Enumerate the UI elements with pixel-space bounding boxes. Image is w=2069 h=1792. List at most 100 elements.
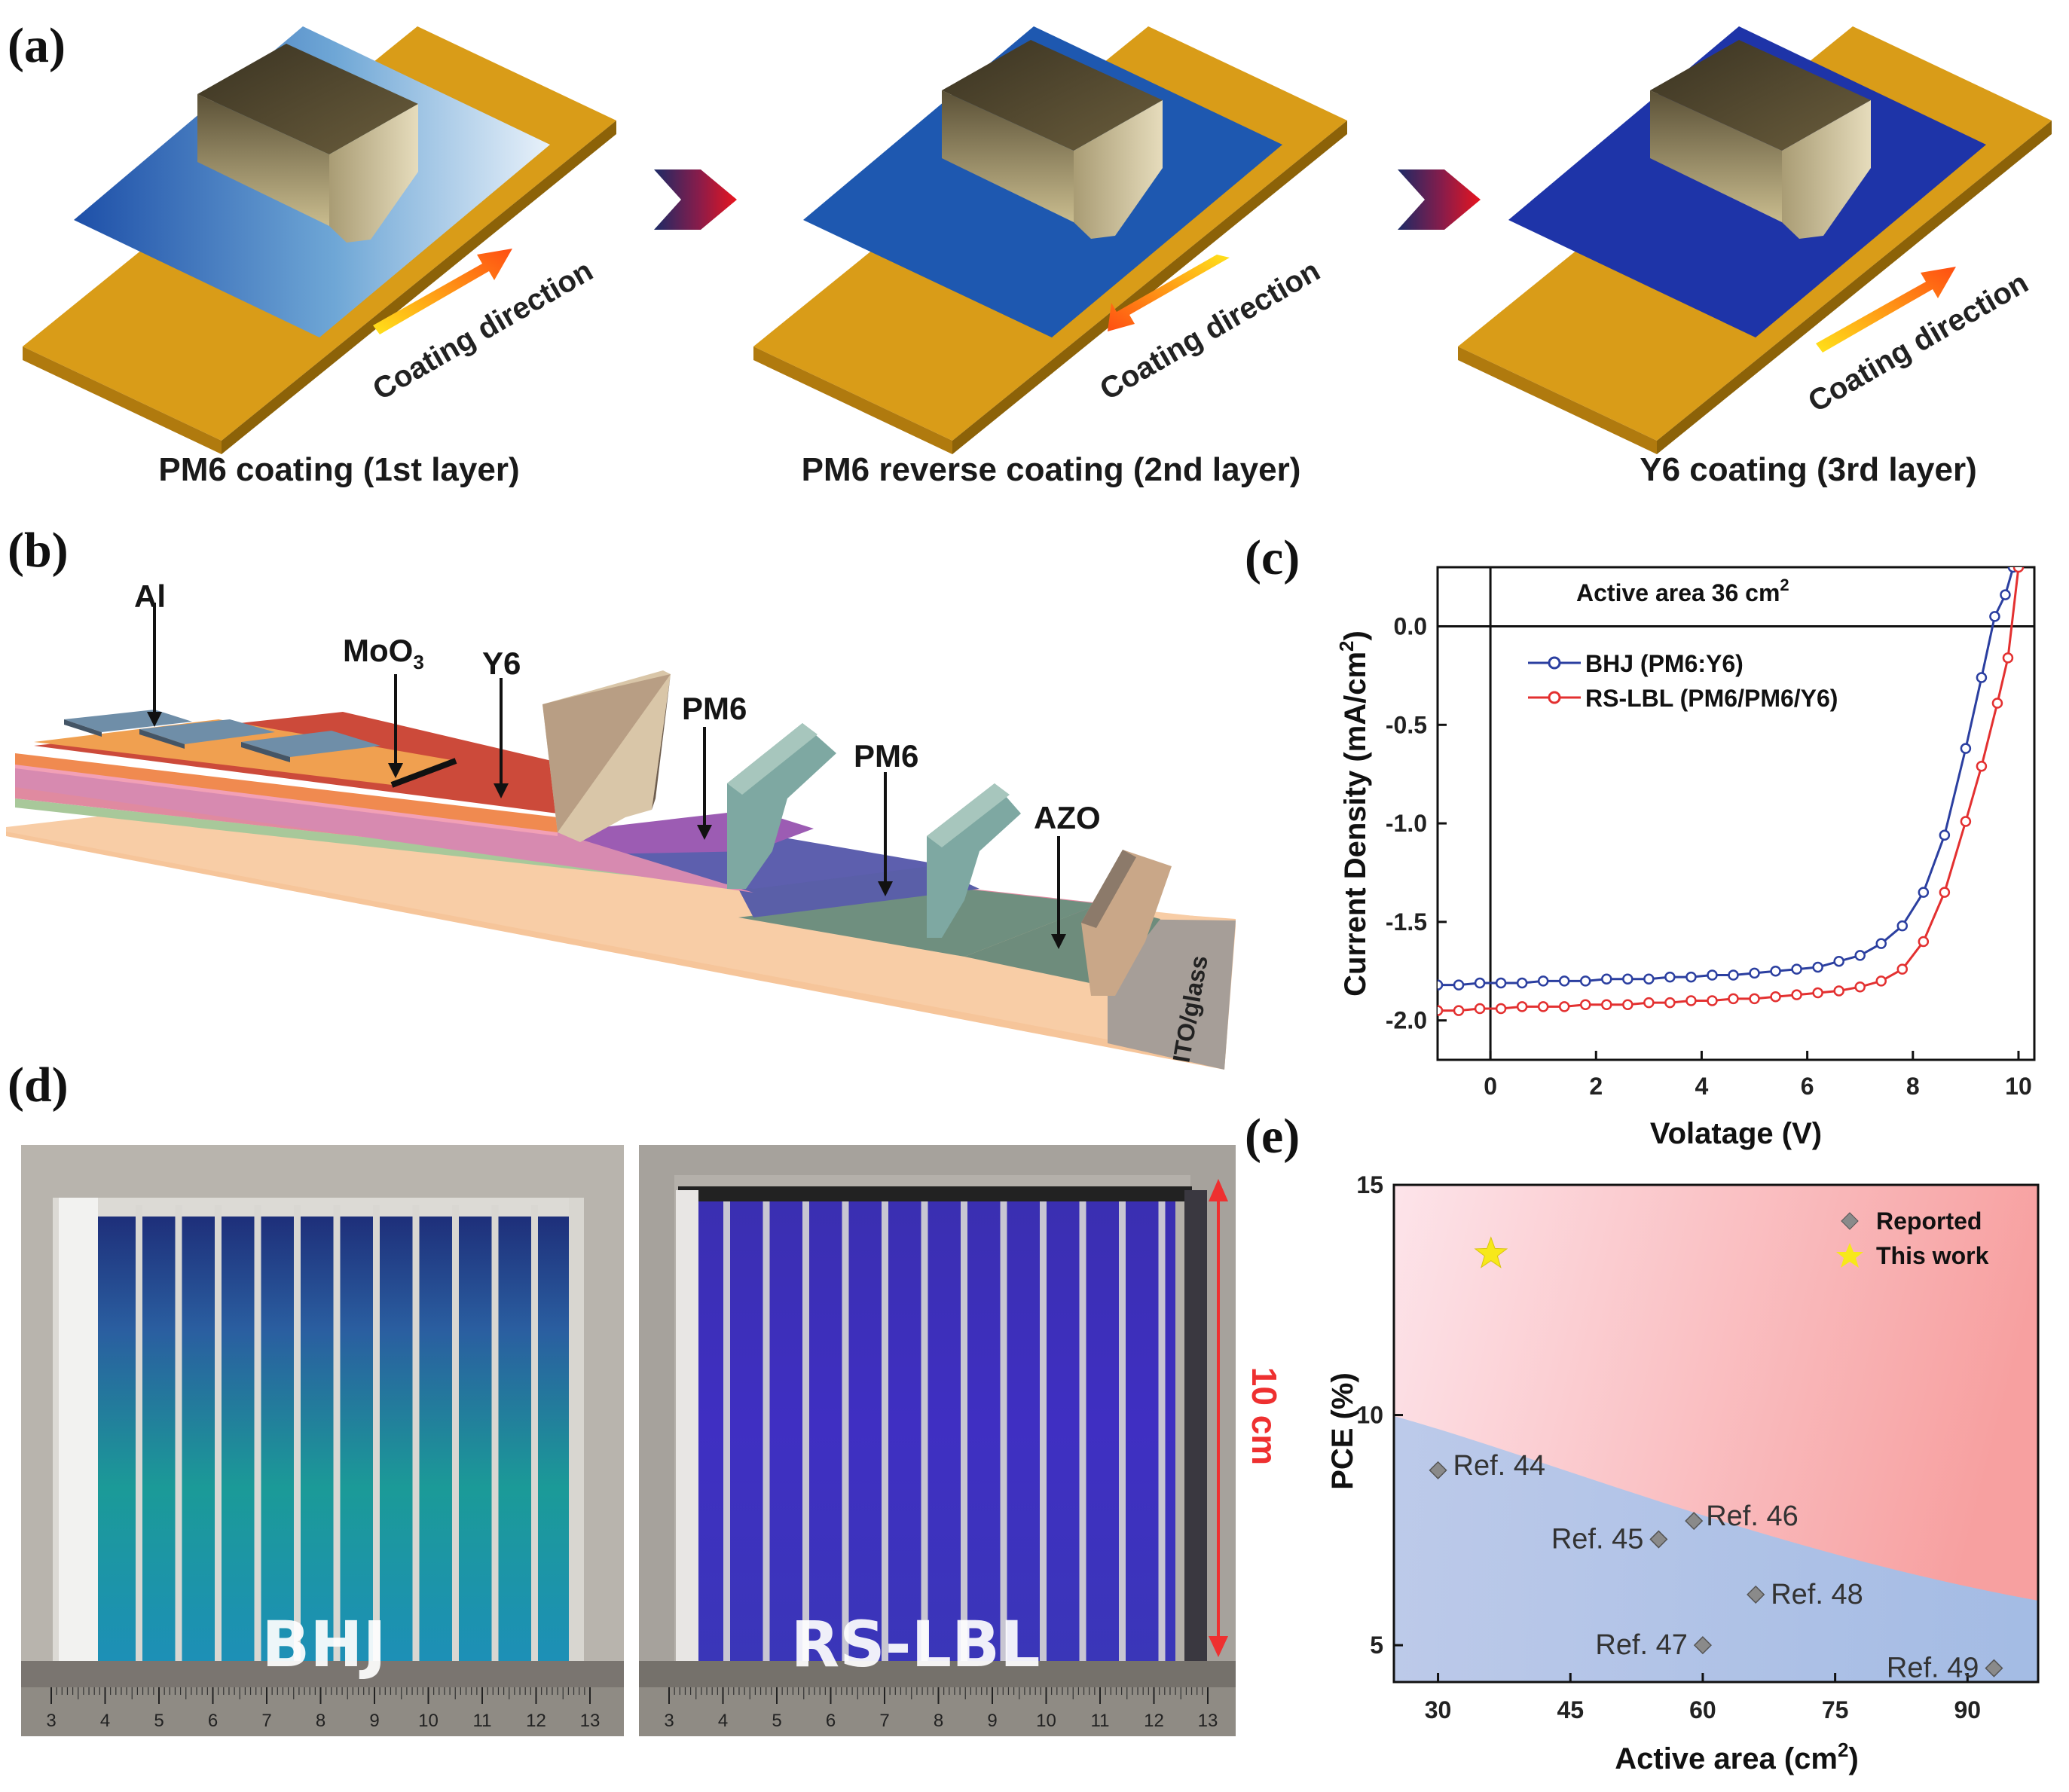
jv-point-rslbl — [1791, 989, 1802, 1000]
legend-marker-bhj — [1548, 656, 1561, 670]
bhj-label: BHJ — [261, 1607, 387, 1681]
ruler-tick-label: 9 — [987, 1711, 997, 1731]
panel-a: Coating direction Coating direction Coat… — [23, 26, 2052, 488]
panel-d-label: (d) — [8, 1058, 69, 1113]
pce-y-tick-label: 15 — [1356, 1171, 1383, 1198]
al-electrode — [241, 731, 380, 757]
jv-point-bhj — [1558, 975, 1570, 987]
jv-point-rslbl — [1728, 993, 1739, 1005]
reported-point — [1985, 1659, 2003, 1678]
blade-pm6-1 — [727, 723, 836, 889]
jv-point-rslbl — [1438, 1005, 1444, 1016]
label-pm6-2: PM6 — [854, 738, 918, 774]
jv-point-rslbl — [1558, 1001, 1570, 1012]
jv-point-rslbl — [1770, 991, 1781, 1003]
jv-point-bhj — [1664, 971, 1676, 983]
panel-e-label: (e) — [1245, 1109, 1300, 1164]
pce-x-tick-label: 75 — [1822, 1696, 1849, 1723]
reported-point-label: Ref. 48 — [1771, 1579, 1863, 1610]
jv-point-bhj — [1728, 969, 1739, 981]
cell-gap — [491, 1205, 499, 1665]
jv-x-tick-label: 0 — [1484, 1073, 1497, 1100]
jv-legend: BHJ (PM6:Y6) RS-LBL (PM6/PM6/Y6) — [1528, 650, 1838, 712]
jv-point-bhj — [1896, 920, 1909, 932]
jv-point-bhj — [1495, 977, 1507, 989]
jv-point-rslbl — [1875, 975, 1887, 987]
legend-label-bhj: BHJ (PM6:Y6) — [1585, 650, 1744, 677]
jv-point-rslbl — [1939, 887, 1951, 898]
jv-point-rslbl — [1749, 993, 1760, 1005]
jv-point-rslbl — [1516, 1001, 1528, 1012]
cell-gap — [175, 1205, 182, 1665]
jv-point-bhj — [1976, 672, 1988, 683]
jv-point-rslbl — [1495, 1003, 1507, 1015]
ruler-tick-label: 6 — [208, 1711, 218, 1731]
ruler-tick-label: 11 — [473, 1711, 492, 1731]
legend-marker-reported — [1841, 1212, 1859, 1230]
legend-label-rslbl: RS-LBL (PM6/PM6/Y6) — [1585, 685, 1838, 712]
pce-legend: Reported This work — [1836, 1207, 1989, 1269]
jv-point-rslbl — [1601, 999, 1612, 1011]
jv-y-axis-title: Current Density (mA/cm2) — [1335, 630, 1372, 997]
legend-marker-rslbl — [1548, 691, 1561, 704]
ruler — [639, 1687, 1236, 1736]
step-2-caption: PM6 reverse coating (2nd layer) — [802, 451, 1301, 488]
jv-point-bhj — [1770, 966, 1781, 977]
ruler-tick-label: 3 — [46, 1711, 56, 1731]
al-electrode — [139, 719, 275, 744]
jv-point-bhj — [1438, 979, 1444, 991]
blade-y6 — [542, 670, 671, 842]
coating-step-3: Coating direction — [1458, 26, 2052, 454]
cell-gap — [294, 1205, 301, 1665]
label-moo3: MoO3 — [343, 633, 424, 673]
jv-plot-frame — [1436, 566, 2036, 1061]
jv-point-bhj — [1516, 977, 1528, 989]
label-azo: AZO — [1034, 800, 1101, 835]
ruler-tick-label: 11 — [1091, 1711, 1110, 1731]
cell-gap — [531, 1205, 538, 1665]
scale-bar-label: 10 cm — [1245, 1367, 1284, 1465]
panel-b-label: (b) — [8, 523, 69, 578]
coating-step-1: Coating direction — [23, 26, 616, 454]
ruler-tick-label: 13 — [1198, 1711, 1218, 1731]
next-step-arrow-icon — [1398, 169, 1481, 230]
legend-label-reported: Reported — [1876, 1207, 1982, 1235]
reported-point — [1747, 1585, 1765, 1604]
coating-direction-arrow — [1108, 255, 1230, 331]
scale-bar: 10 cm — [1209, 1179, 1284, 1657]
pce-reported-region — [1394, 1416, 2038, 1682]
cell-gap — [802, 1201, 809, 1665]
ruler-tick-label: 5 — [772, 1711, 781, 1731]
this-work-point — [1474, 1236, 1508, 1268]
ruler-tick-label: 4 — [100, 1711, 110, 1731]
coating-step-2: Coating direction — [753, 26, 1347, 454]
ruler-tick-label: 8 — [316, 1711, 325, 1731]
jv-point-rslbl — [2012, 567, 2025, 573]
ruler-tick-label: 12 — [1144, 1711, 1164, 1731]
label-y6: Y6 — [482, 646, 521, 681]
jv-point-rslbl — [1976, 760, 1988, 772]
reported-point-label: Ref. 47 — [1595, 1629, 1688, 1661]
jv-point-bhj — [1453, 979, 1465, 991]
cell-gap — [1158, 1201, 1166, 1665]
pce-x-axis-title: Active area (cm2) — [1615, 1739, 1859, 1775]
jv-point-rslbl — [1579, 999, 1591, 1011]
cell-gap — [136, 1205, 142, 1665]
jv-x-tick-label: 10 — [2005, 1073, 2032, 1100]
ruler — [21, 1687, 624, 1736]
step-3-caption: Y6 coating (3rd layer) — [1640, 451, 1976, 488]
blade-pm6-2 — [927, 783, 1021, 938]
jv-point-rslbl — [2002, 652, 2014, 664]
jv-point-bhj — [1601, 973, 1612, 985]
cell-gap — [412, 1205, 420, 1665]
jv-point-rslbl — [1991, 698, 2003, 709]
azo-layer — [738, 889, 1100, 957]
reported-point-label: Ref. 44 — [1453, 1450, 1546, 1482]
cell-gap — [1000, 1201, 1007, 1665]
ruler-tick-label: 8 — [934, 1711, 943, 1731]
ruler-tick-label: 10 — [418, 1711, 439, 1731]
ruler-tick-label: 13 — [580, 1711, 601, 1731]
coating-direction-arrow — [1816, 267, 1956, 353]
